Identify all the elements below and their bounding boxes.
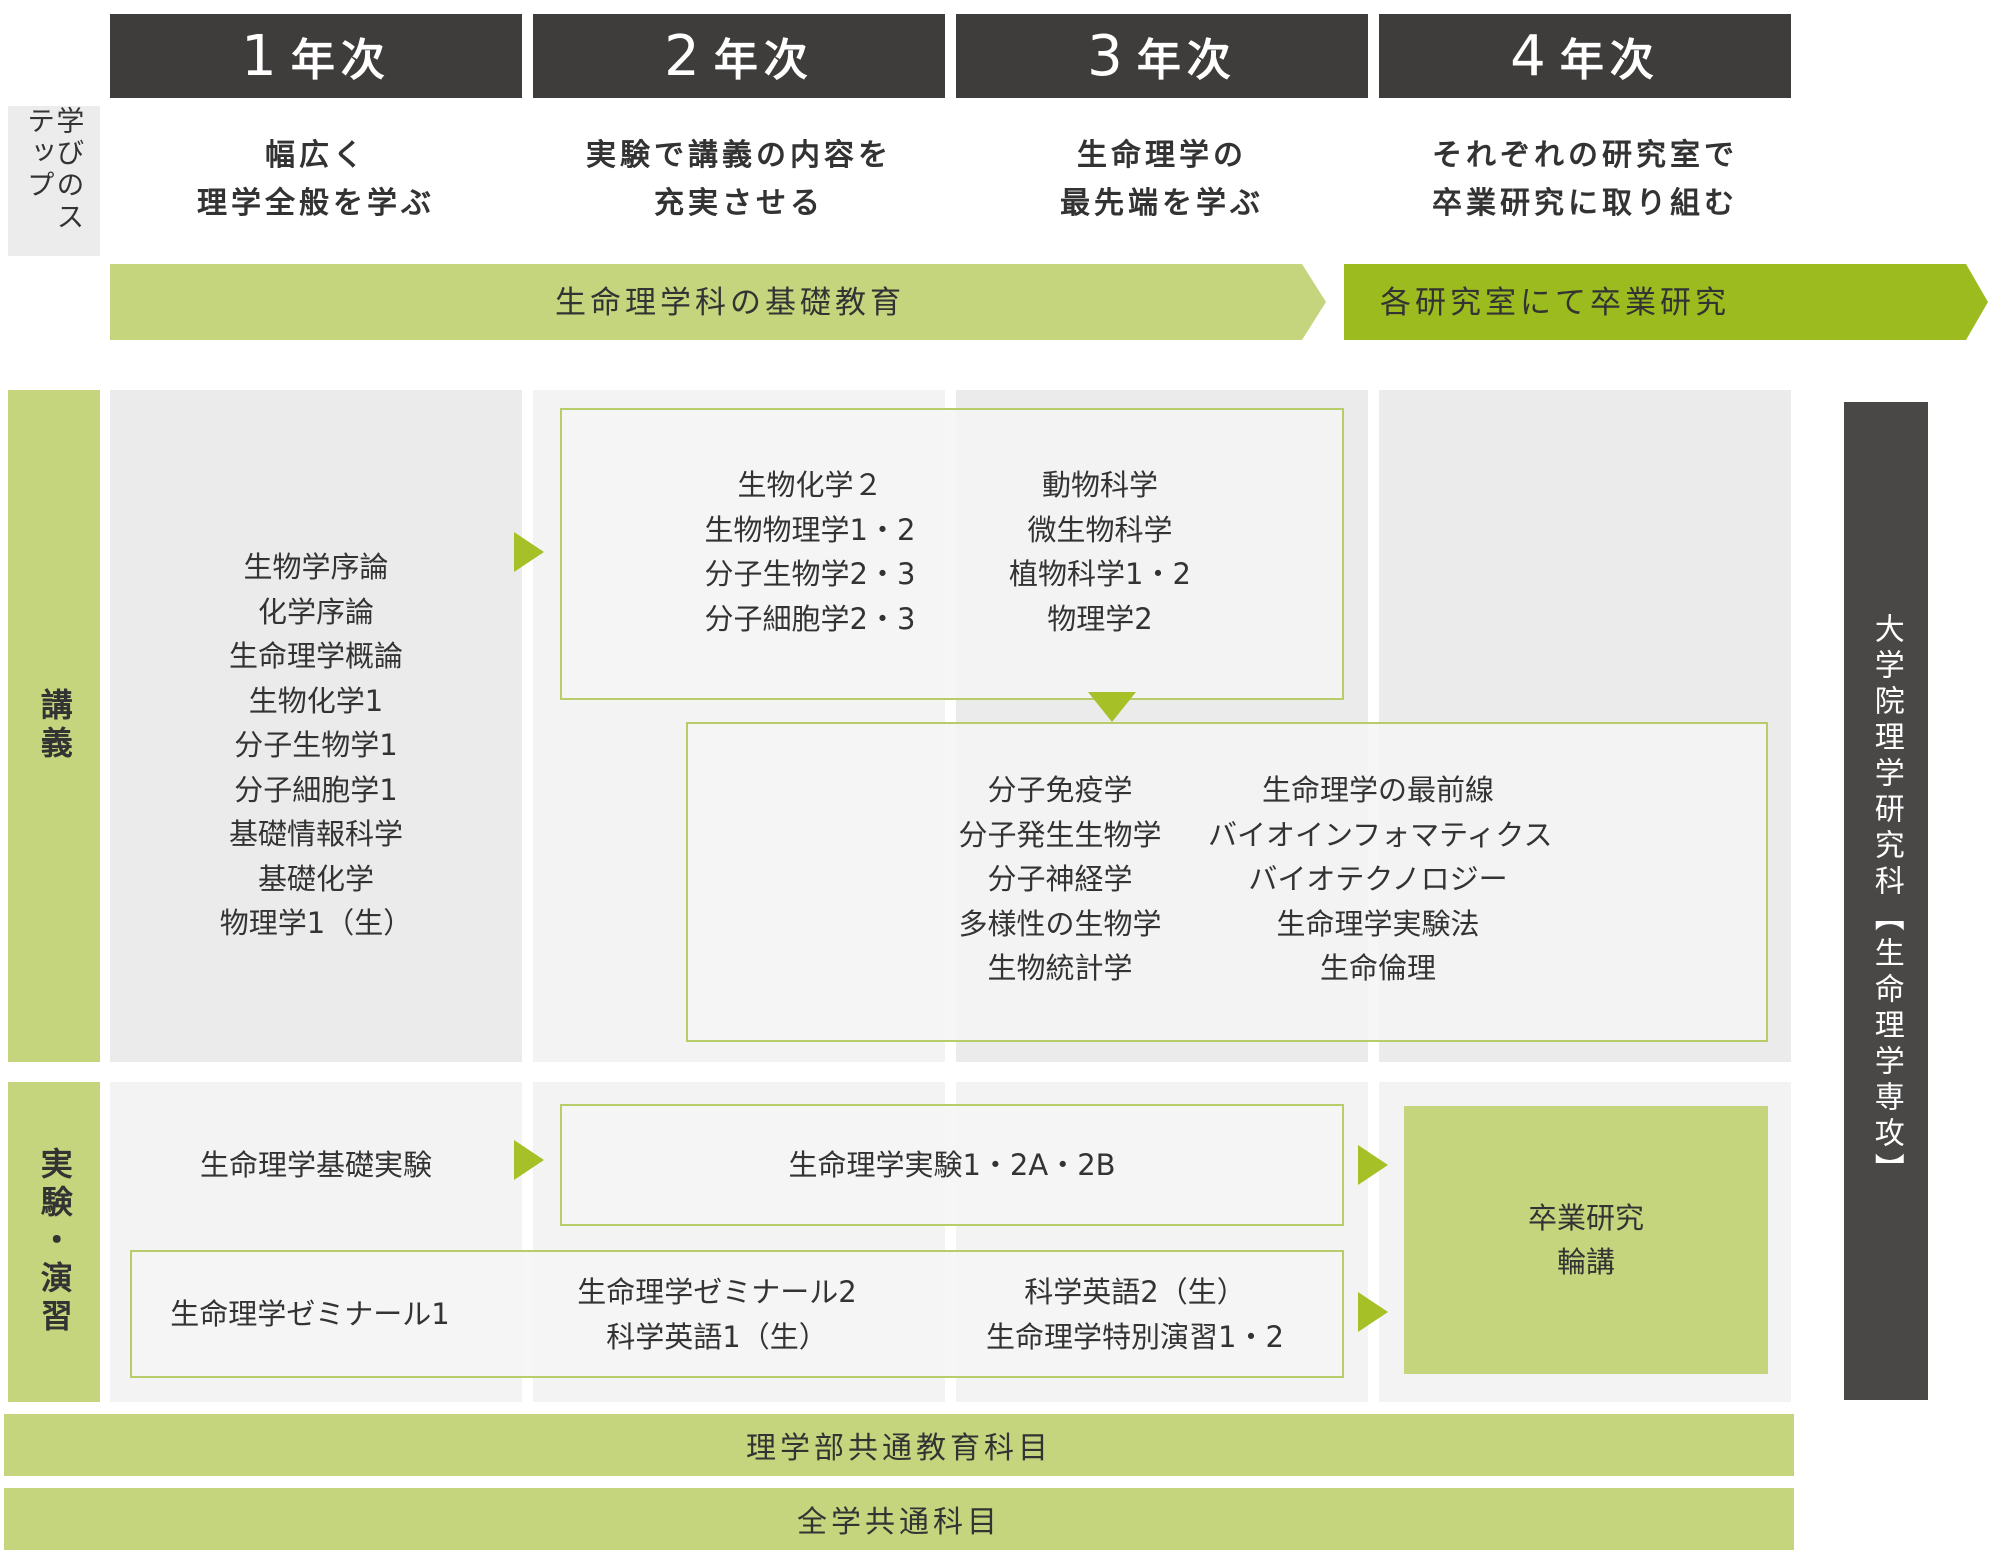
lecture-year34-left-list: 分子免疫学 分子発生生物学 分子神経学 多様性の生物学 生物統計学 [910, 768, 1210, 991]
course-item: 科学英語1（生） [606, 1319, 828, 1354]
course-item: 動物科学 [1041, 468, 1158, 502]
flow-arrow-right-icon [514, 532, 544, 572]
course-item: 微生物科学 [1027, 512, 1173, 547]
course-item: 分子細胞学1 [234, 772, 398, 807]
course-item: 輪講 [1556, 1245, 1615, 1279]
course-item: 生物学序論 [243, 550, 389, 584]
steps-label-text: 学びのステップ [23, 106, 86, 234]
flow-arrow-right-icon [514, 1140, 544, 1180]
step-line: 卒業研究に取り組む [1432, 186, 1738, 221]
course-item: バイオインフォマティクス [1208, 817, 1553, 852]
step-year-2: 実験で講義の内容を 充実させる [533, 132, 945, 228]
course-item: 分子細胞学2・3 [704, 601, 916, 636]
year-header-3: 3 年次 [956, 14, 1368, 98]
course-item: 多様性の生物学 [958, 906, 1162, 941]
practice-seminar3-list: 科学英語2（生） 生命理学特別演習1・2 [960, 1270, 1310, 1359]
course-item: 基礎情報科学 [228, 817, 403, 851]
course-item: 物理学1（生） [219, 906, 413, 940]
year-number: 4 [1510, 23, 1546, 89]
flow-arrow-down-icon [1088, 692, 1136, 722]
step-line: それぞれの研究室で [1432, 138, 1738, 173]
course-item: 生命理学特別演習1・2 [986, 1319, 1284, 1354]
step-line: 実験で講義の内容を [586, 138, 892, 173]
practice-exp-box [560, 1104, 1344, 1226]
course-item: 生物化学２ [737, 468, 883, 502]
practice-seminar2-list: 生命理学ゼミナール2 科学英語1（生） [560, 1270, 874, 1359]
year-suffix: 年次 [1559, 35, 1660, 86]
course-item: 分子生物学2・3 [704, 557, 916, 591]
lecture-col-year-1 [110, 390, 522, 1062]
course-item: 基礎化学 [257, 861, 374, 896]
arrow-banners: 生命理学科の基礎教育 各研究室にて卒業研究 [110, 264, 1988, 340]
course-item: 生命理学ゼミナール2 [577, 1275, 857, 1309]
step-year-4: それぞれの研究室で 卒業研究に取り組む [1379, 132, 1791, 228]
lecture-year23-left-list: 生物化学２ 生物物理学1・2 分子生物学2・3 分子細胞学2・3 [660, 463, 960, 641]
foundation-arrow-label: 生命理学科の基礎教育 [555, 285, 905, 321]
step-line: 生命理学の [1077, 138, 1247, 173]
step-line: 最先端を学ぶ [1060, 186, 1264, 221]
course-item: 植物科学1・2 [1009, 557, 1191, 591]
course-item: 分子発生生物学 [958, 817, 1162, 852]
section-practice: 実験・演習 [8, 1082, 100, 1402]
practice-seminar1: 生命理学ゼミナール1 [170, 1297, 450, 1331]
course-item: 分子生物学1 [234, 728, 398, 762]
year-suffix: 年次 [290, 35, 391, 86]
lecture-box-year23 [560, 408, 1344, 700]
university-common-bar: 全学共通科目 [4, 1488, 1794, 1550]
graduate-school-bar: 大学院理学研究科【生命理学専攻】 [1844, 402, 1928, 1400]
course-item: 生物物理学1・2 [704, 512, 916, 547]
year-header-4: 4 年次 [1379, 14, 1791, 98]
lecture-year23-right-list: 動物科学 微生物科学 植物科学1・2 物理学2 [950, 463, 1250, 641]
course-item: 分子免疫学 [987, 773, 1133, 807]
section-lecture-text: 講義 [35, 688, 74, 764]
course-item: 化学序論 [257, 594, 374, 629]
year-suffix: 年次 [1136, 35, 1237, 86]
course-item: 生命倫理 [1319, 951, 1436, 985]
year-number: 2 [664, 23, 700, 89]
practice-seminar-box [130, 1250, 1344, 1378]
step-line: 充実させる [654, 186, 824, 221]
science-common-bar: 理学部共通教育科目 [4, 1414, 1794, 1476]
practice-exp: 生命理学実験1・2A・2B [788, 1148, 1116, 1182]
course-item: 生物化学1 [248, 683, 384, 718]
flow-arrow-right-icon [1358, 1292, 1388, 1332]
section-lecture: 講義 [8, 390, 100, 1062]
step-year-1: 幅広く 理学全般を学ぶ [110, 132, 522, 228]
lecture-year34-right-list: 生命理学の最前線 バイオインフォマティクス バイオテクノロジー 生命理学実験法 … [1208, 768, 1553, 991]
lecture-box-year34 [686, 722, 1768, 1042]
practice-thesis-box: 卒業研究 輪講 [1404, 1106, 1768, 1374]
year-number: 1 [241, 23, 277, 89]
course-item: 生命理学の最前線 [1261, 773, 1494, 807]
course-item: 卒業研究 [1527, 1200, 1644, 1235]
course-item: 生命理学概論 [228, 639, 403, 673]
steps-label: 学びのステップ [8, 106, 100, 256]
course-item: 科学英語2（生） [1024, 1275, 1246, 1309]
course-item: 分子神経学 [987, 862, 1133, 896]
course-item: 物理学2 [1047, 601, 1153, 636]
year-header-1: 1 年次 [110, 14, 522, 98]
step-line: 理学全般を学ぶ [197, 186, 435, 221]
section-practice-text: 実験・演習 [35, 1147, 74, 1337]
year-number: 3 [1087, 23, 1123, 89]
course-item: 生物統計学 [987, 951, 1133, 985]
step-year-3: 生命理学の 最先端を学ぶ [956, 132, 1368, 228]
year-header-2: 2 年次 [533, 14, 945, 98]
course-item: 生命理学実験法 [1276, 906, 1480, 941]
step-line: 幅広く [265, 138, 367, 173]
flow-arrow-right-icon [1358, 1145, 1388, 1185]
lecture-year1-list: 生物学序論 化学序論 生命理学概論 生物化学1 分子生物学1 分子細胞学1 基礎… [110, 545, 522, 946]
course-item: バイオテクノロジー [1248, 862, 1508, 896]
practice-basic-exp: 生命理学基礎実験 [199, 1148, 432, 1182]
year-suffix: 年次 [713, 35, 814, 86]
thesis-arrow [1344, 264, 1988, 340]
graduate-school-text: 大学院理学研究科【生命理学専攻】 [1868, 613, 1904, 1189]
thesis-arrow-label: 各研究室にて卒業研究 [1380, 285, 1730, 321]
foundation-arrow [110, 264, 1326, 340]
